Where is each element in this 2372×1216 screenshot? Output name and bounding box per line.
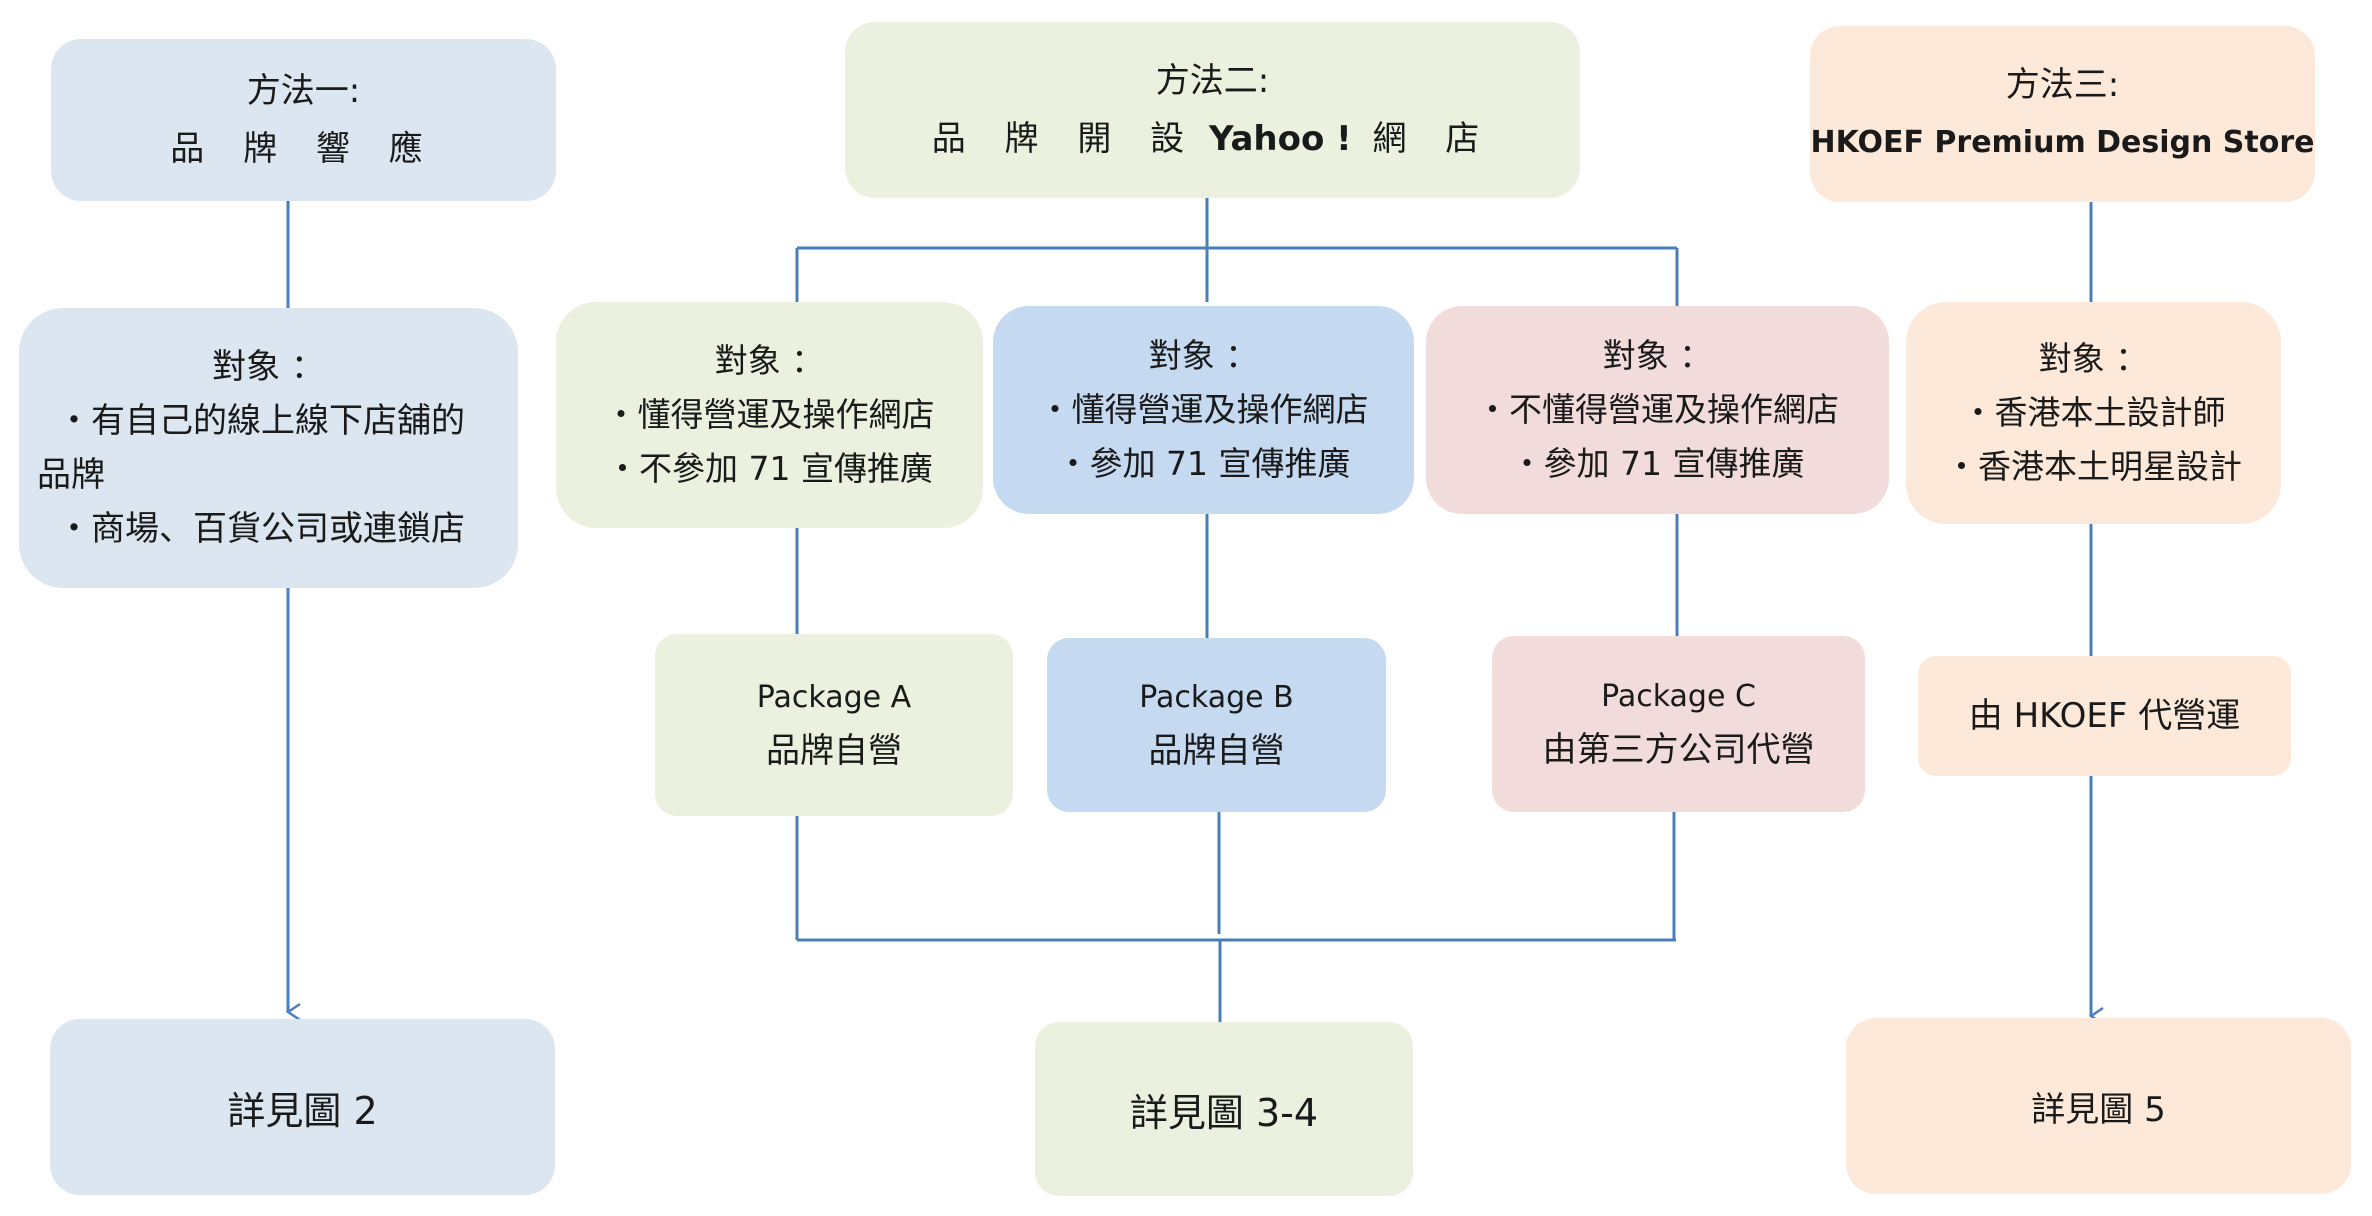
package-b-box: Package B 品牌自營 [1047, 638, 1386, 812]
method2-detail: 詳見圖 3-4 [1129, 1090, 1319, 1135]
package-c-target-item: ・參加 71 宣傳推廣 [1510, 444, 1805, 483]
package-a-target-item: ・懂得營運及操作網店 [604, 395, 935, 434]
method2-subtitle-prefix: 品 牌 開 設 [931, 119, 1199, 159]
package-a-desc: 品牌自營 [766, 731, 902, 771]
package-a-target-heading: 對象 ： [714, 341, 825, 380]
method1-target-item: ・有自己的線上線下店舖的 [57, 401, 465, 441]
package-a-box: Package A 品牌自營 [655, 634, 1013, 816]
method2-subtitle-suffix: 網 店 [1372, 119, 1494, 159]
method1-detail-box: 詳見圖 2 [50, 1019, 555, 1195]
method3-detail-box: 詳見圖 5 [1846, 1018, 2351, 1194]
package-c-target-box: 對象 ： ・不懂得營運及操作網店 ・參加 71 宣傳推廣 [1426, 306, 1889, 514]
package-a-target-item: ・不參加 71 宣傳推廣 [606, 449, 933, 488]
package-c-target-item: ・不懂得營運及操作網店 [1476, 390, 1839, 429]
method1-target-item: 品牌 [37, 455, 105, 495]
package-a-target-box: 對象 ： ・懂得營運及操作網店 ・不參加 71 宣傳推廣 [556, 302, 983, 528]
package-b-target-item: ・參加 71 宣傳推廣 [1056, 444, 1351, 483]
method1-detail: 詳見圖 2 [227, 1088, 378, 1133]
method3-operator-box: 由 HKOEF 代營運 [1918, 656, 2291, 776]
method1-title: 方法一: [246, 71, 361, 111]
method3-detail: 詳見圖 5 [2031, 1089, 2166, 1130]
method3-target-heading: 對象 ： [2038, 339, 2149, 378]
package-b-name: Package B [1139, 680, 1294, 715]
method3-title: 方法三: [2005, 65, 2120, 105]
package-c-desc: 由第三方公司代營 [1542, 730, 1815, 770]
package-b-target-box: 對象 ： ・懂得營運及操作網店 ・參加 71 宣傳推廣 [993, 306, 1414, 514]
method2-title-box: 方法二: 品 牌 開 設 Yahoo ! 網 店 [845, 22, 1580, 198]
method1-subtitle: 品 牌 響 應 [170, 129, 437, 169]
package-b-target-item: ・懂得營運及操作網店 [1038, 390, 1369, 429]
method3-subtitle: HKOEF Premium Design Store [1810, 125, 2315, 160]
method1-title-box: 方法一: 品 牌 響 應 [51, 39, 556, 201]
method3-target-item: ・香港本土明星設計 [1945, 447, 2242, 486]
package-c-name: Package C [1601, 679, 1756, 714]
method3-operator: 由 HKOEF 代營運 [1968, 696, 2241, 736]
package-b-target-heading: 對象 ： [1148, 336, 1259, 375]
package-b-desc: 品牌自營 [1148, 731, 1285, 771]
method1-target-item: ・商場、百貨公司或連鎖店 [57, 509, 465, 549]
method1-target-box: 對象 ： ・有自己的線上線下店舖的 品牌 ・商場、百貨公司或連鎖店 [19, 308, 518, 588]
method2-detail-box: 詳見圖 3-4 [1035, 1022, 1413, 1196]
method3-target-box: 對象 ： ・香港本土設計師 ・香港本土明星設計 [1906, 302, 2281, 524]
method3-title-box: 方法三: HKOEF Premium Design Store [1810, 26, 2315, 202]
package-a-name: Package A [756, 680, 912, 715]
method2-subtitle-brand: Yahoo ! [1208, 119, 1352, 159]
method2-title: 方法二: [1155, 61, 1270, 101]
package-c-box: Package C 由第三方公司代營 [1492, 636, 1865, 812]
method3-target-item: ・香港本土設計師 [1961, 393, 2226, 432]
package-c-target-heading: 對象 ： [1602, 336, 1713, 375]
method1-target-heading: 對象 ： [212, 347, 325, 387]
